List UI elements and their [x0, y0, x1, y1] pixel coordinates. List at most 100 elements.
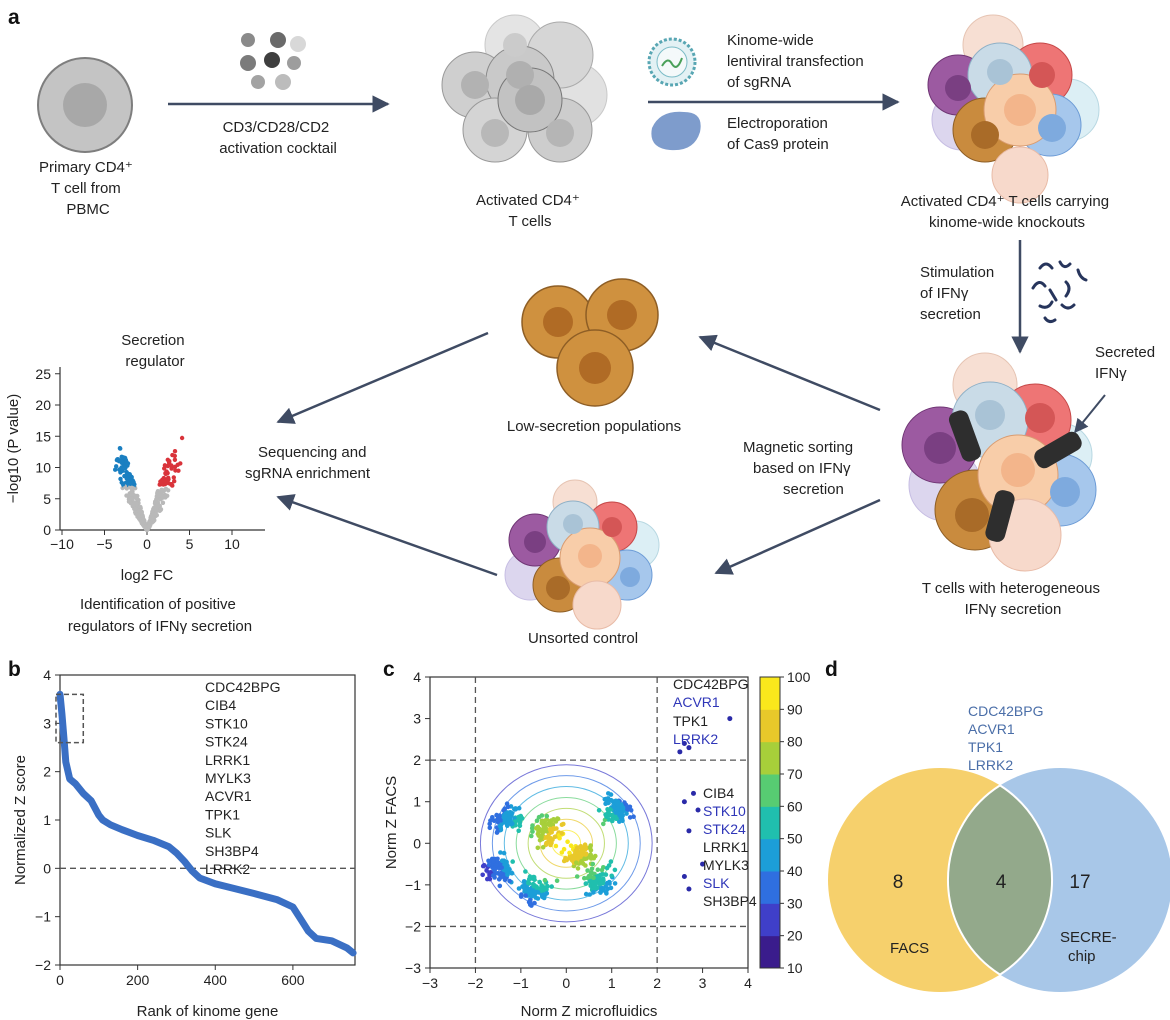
chart-c-highlight-point — [681, 874, 687, 880]
chart-c-point — [542, 877, 548, 883]
volcano-point — [161, 482, 166, 487]
chart-c-point — [618, 802, 624, 807]
chart-c-density-contour — [479, 764, 653, 923]
chart-c-y-tick-label: 2 — [413, 752, 421, 768]
chart-c-point — [554, 878, 560, 883]
chart-c-point — [535, 896, 541, 901]
chart-c-point — [601, 821, 606, 827]
chart-c-point — [583, 881, 589, 886]
volcano-point — [114, 464, 119, 469]
chart-c-point — [615, 806, 620, 811]
venn-gene-list: CDC42BPG ACVR1 TPK1 LRRK2 — [968, 703, 1047, 773]
chart-c-point — [533, 826, 539, 831]
volcano-point — [179, 435, 185, 441]
chart-c-point — [501, 850, 507, 856]
activated-cells-cluster-icon — [441, 14, 608, 163]
chart-c-point — [498, 870, 504, 876]
chart-c-point — [549, 884, 554, 889]
volcano-point — [137, 508, 143, 513]
chart-c-point — [598, 872, 603, 878]
volcano-y-tick-label: 5 — [43, 491, 51, 507]
volcano-x-tick-label: 0 — [143, 536, 151, 552]
chart-c-point — [548, 818, 554, 823]
chart-c-point — [491, 859, 496, 864]
chart-c-point — [569, 854, 574, 859]
chart-c-colorbar-segment — [760, 806, 780, 840]
chart-b-x-tick-label: 200 — [126, 972, 150, 988]
chart-b-gene-label: TPK1 — [205, 806, 240, 822]
chart-b-gene-label: CDC42BPG — [205, 679, 280, 695]
volcano-point — [163, 486, 169, 491]
chart-c-point — [516, 886, 522, 891]
chart-c-highlight-point — [677, 749, 683, 755]
volcano-point — [160, 495, 166, 500]
venn-diagram — [828, 768, 1170, 992]
chart-c-point — [546, 839, 551, 844]
chart-c-colorbar-tick-label: 10 — [787, 960, 803, 976]
chart-c-point — [596, 808, 602, 813]
chart-c-point — [536, 814, 542, 820]
chart-c-point — [608, 859, 614, 864]
chart-b-gene-label: LRRK1 — [205, 752, 250, 768]
chart-c-point — [554, 826, 559, 831]
chart-b-x-label: Rank of kinome gene — [137, 1003, 279, 1020]
chart-c-point — [522, 879, 527, 884]
chart-c-point — [510, 859, 515, 864]
chart-c-x-tick-label: 2 — [653, 975, 661, 991]
chart-c-point — [491, 866, 497, 872]
chart-c-point — [523, 893, 528, 898]
low-secretion-label: Low-secretion populations — [507, 418, 681, 435]
chart-c-point — [494, 812, 499, 818]
cocktail-label: CD3/CD28/CD2 activation cocktail — [219, 119, 337, 157]
volcano-y-tick-label: 25 — [35, 366, 51, 382]
chart-c-point — [557, 835, 562, 841]
low-secretion-cells-icon — [521, 278, 659, 407]
chart-c-colorbar-tick-label: 50 — [787, 831, 803, 847]
chart-b-y-tick-label: 4 — [43, 667, 51, 683]
chart-c-point — [510, 821, 515, 826]
chart-c-point — [599, 885, 605, 891]
chart-c-point — [513, 806, 518, 811]
volcano-point — [171, 475, 176, 480]
volcano-point — [152, 504, 158, 510]
chart-c-point — [575, 856, 581, 862]
volcano-point — [121, 455, 126, 460]
chart-c-point — [604, 891, 609, 896]
panel-label-b: b — [8, 658, 21, 681]
chart-c-x-tick-label: 3 — [699, 975, 707, 991]
sequencing-label: Sequencing and sgRNA enrichment — [245, 444, 371, 482]
volcano-point — [120, 482, 126, 487]
volcano-y-label: −log10 (P value) — [5, 394, 22, 503]
volcano-point — [123, 465, 128, 471]
primary-cell-label: Primary CD4⁺ T cell from PBMC — [39, 159, 137, 218]
chart-c-point — [604, 814, 609, 820]
chart-c-y-tick-label: 0 — [413, 835, 421, 851]
chart-c-point — [496, 877, 502, 882]
venn-facs-count: 8 — [893, 872, 904, 893]
chart-c-point — [480, 872, 486, 878]
chart-c-point — [547, 826, 553, 832]
volcano-point — [166, 460, 172, 465]
chart-c-point — [527, 899, 533, 905]
chart-c-point — [529, 833, 534, 839]
chart-c-colorbar-frame — [759, 676, 781, 969]
chart-c-highlight-point — [686, 745, 692, 751]
volcano-point — [120, 468, 125, 473]
chart-c-colorbar-segment — [760, 774, 780, 807]
chart-c-point — [577, 851, 583, 857]
chart-c-y-tick-label: 4 — [413, 669, 421, 685]
chart-c-gene-label: SH3BP4 — [703, 893, 757, 909]
chart-c-colorbar-tick-label: 70 — [787, 766, 803, 782]
chart-c-colorbar-tick-label: 90 — [787, 701, 803, 717]
chart-c-point — [610, 818, 615, 824]
volcano-y-tick-label: 15 — [35, 428, 51, 444]
knockouts-label: Activated CD4⁺ T cells carrying kinome-w… — [901, 193, 1113, 231]
chart-c-x-tick-label: 1 — [608, 975, 616, 991]
chart-c-point — [497, 883, 503, 889]
volcano-point — [126, 477, 132, 482]
identification-label: Identification of positive regulators of… — [68, 596, 252, 635]
chart-c-point — [568, 843, 574, 848]
chart-c-point — [598, 890, 603, 895]
